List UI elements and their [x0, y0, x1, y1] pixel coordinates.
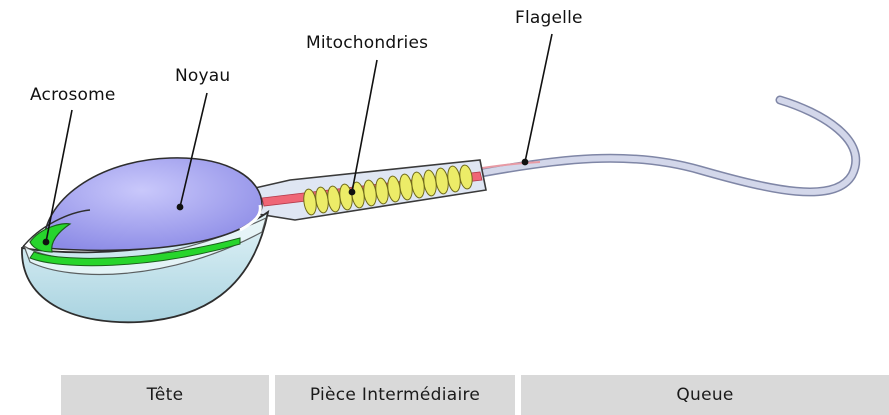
section-tete: Tête [61, 375, 269, 415]
leader-noyau-dot [177, 204, 182, 209]
section-tete-label: Tête [147, 385, 184, 405]
leader-flagelle-dot [522, 159, 527, 164]
leader-flagelle [525, 34, 552, 162]
label-flagelle: Flagelle [515, 8, 583, 28]
label-acrosome: Acrosome [30, 85, 116, 105]
section-queue: Queue [521, 375, 889, 415]
section-piece-label: Pièce Intermédiaire [310, 385, 480, 405]
section-piece-intermediaire: Pièce Intermédiaire [275, 375, 515, 415]
section-queue-label: Queue [676, 385, 733, 405]
leader-mito-dot [349, 189, 354, 194]
label-noyau: Noyau [175, 66, 230, 86]
leader-acrosome-dot [43, 239, 48, 244]
label-mitochondries: Mitochondries [306, 33, 428, 53]
head [22, 158, 268, 322]
